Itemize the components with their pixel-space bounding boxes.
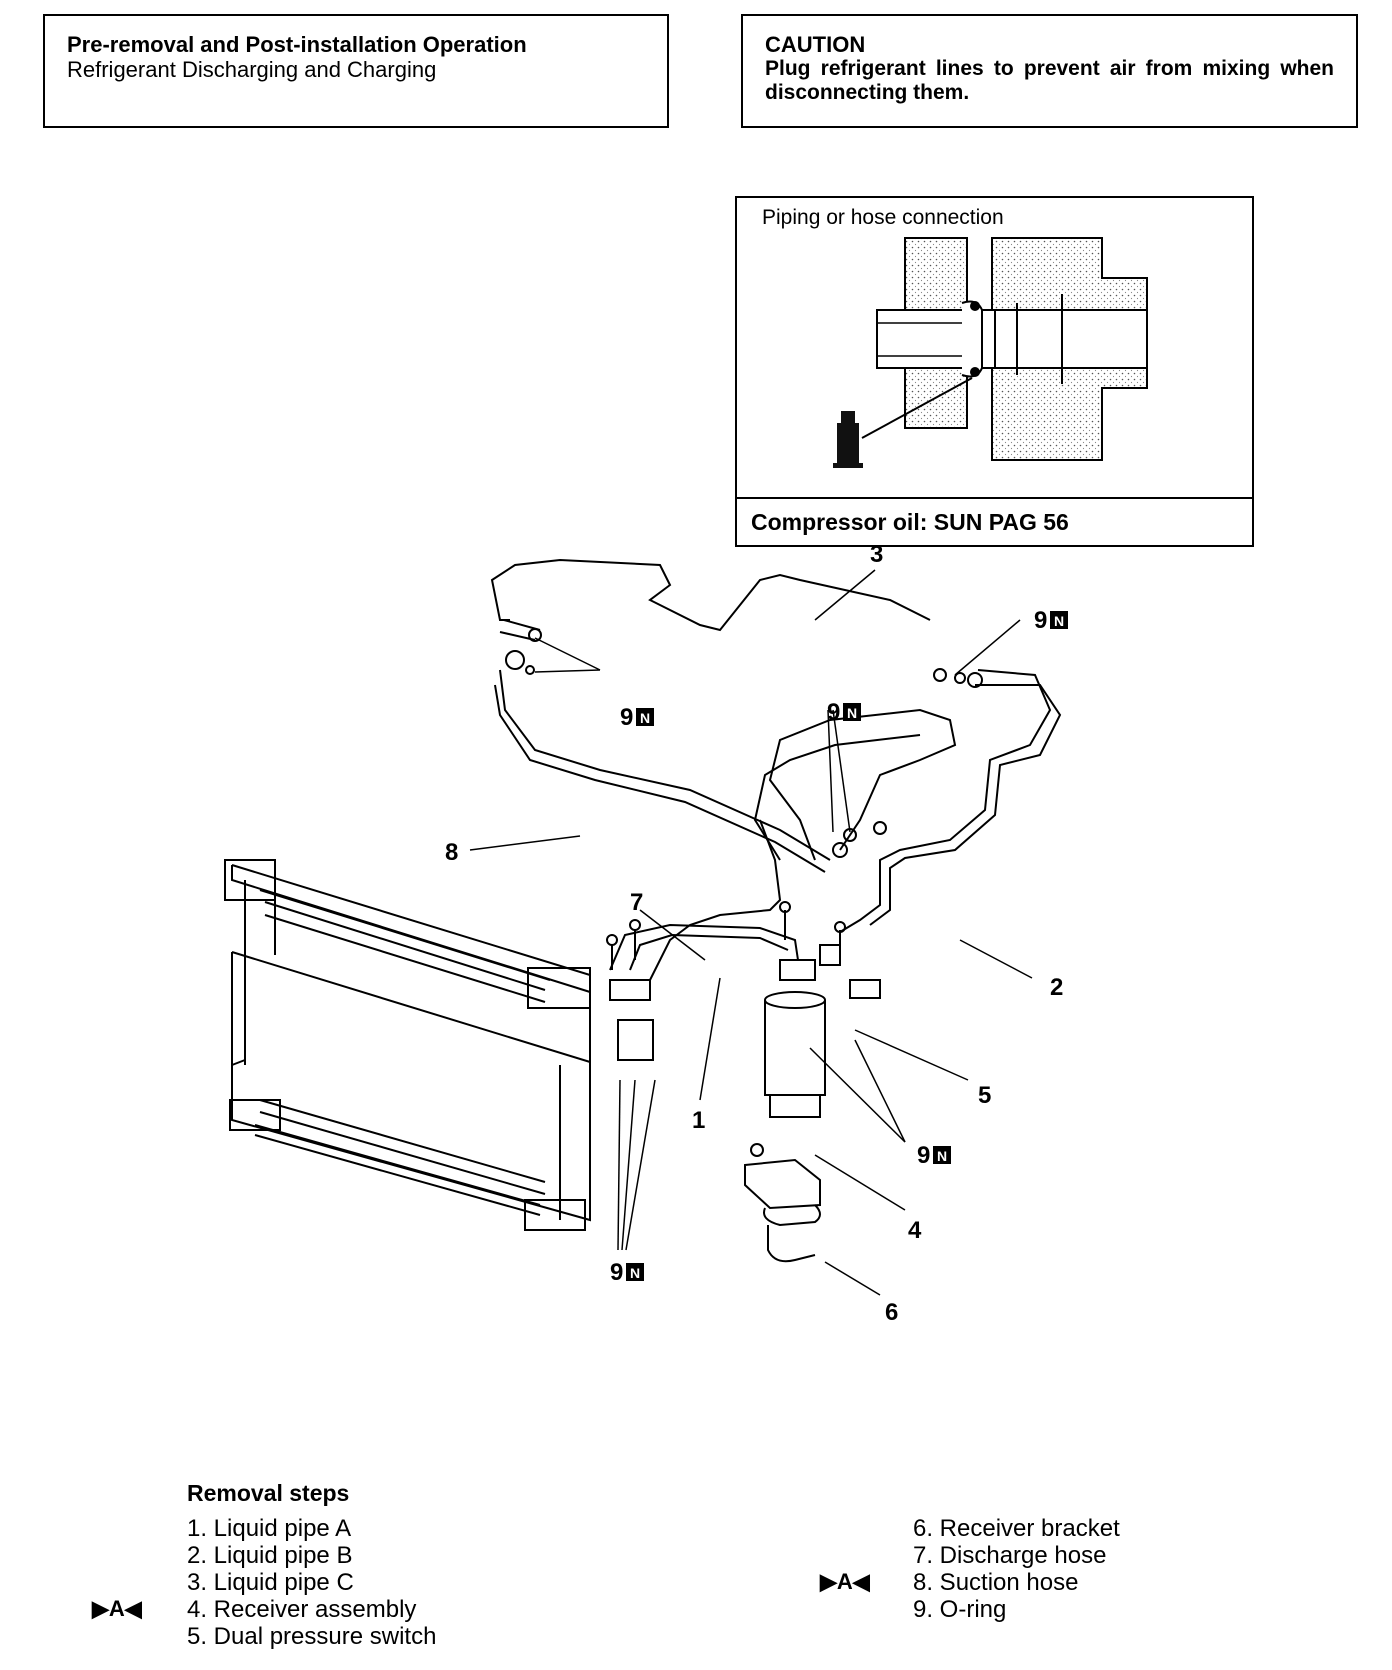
- removal-step: 9. O-ring: [913, 1596, 1007, 1623]
- callout-9-d: 9: [917, 1142, 930, 1169]
- callout-8: 8: [445, 839, 458, 866]
- piping-connection-inset: Piping or hose connection Compressor oil…: [735, 196, 1254, 547]
- caution-text: Plug refrigerant lines to prevent air fr…: [765, 57, 1334, 104]
- n-symbol-box: [1050, 611, 1068, 629]
- n-symbol: N: [847, 705, 857, 721]
- removal-steps-title: Removal steps: [187, 1480, 350, 1506]
- pre-removal-text: Refrigerant Discharging and Charging: [67, 57, 437, 82]
- compressor-oil-label: Compressor oil: SUN PAG 56: [737, 497, 1252, 545]
- callout-9-c: 9: [827, 699, 840, 726]
- callout-2: 2: [1050, 974, 1063, 1001]
- n-symbol: N: [937, 1148, 947, 1164]
- removal-step: 5. Dual pressure switch: [187, 1623, 437, 1650]
- callout-4: 4: [908, 1217, 922, 1244]
- piping-connection-illustration: [833, 237, 1148, 468]
- pre-removal-title: Pre-removal and Post-installation Operat…: [67, 32, 527, 57]
- receiver-assembly: [764, 991, 826, 1118]
- removal-steps-left: 1. Liquid pipe A 2. Liquid pipe B 3. Liq…: [187, 1515, 436, 1650]
- callout-9-b: 9: [620, 704, 633, 731]
- callout-5: 5: [978, 1082, 991, 1109]
- receiver-bracket: [744, 1143, 821, 1263]
- caution-box: CAUTION Plug refrigerant lines to preven…: [741, 14, 1358, 128]
- callout-1: 1: [692, 1107, 705, 1134]
- service-marker-a: ▶A◀: [820, 1569, 870, 1594]
- n-symbol-box: [636, 708, 654, 726]
- removal-step: 4. Receiver assembly: [187, 1596, 417, 1623]
- callout-3: 3: [870, 541, 883, 568]
- n-symbol-box: [843, 703, 861, 721]
- removal-step: 2. Liquid pipe B: [187, 1542, 353, 1569]
- removal-step: 8. Suction hose: [913, 1569, 1079, 1596]
- n-symbol: N: [640, 710, 650, 726]
- removal-steps-right: 6. Receiver bracket 7. Discharge hose 8.…: [913, 1515, 1120, 1623]
- refrigerant-piping-diagram: 3 9 N 9 N 9 N 8 7 2 5 1 9 N 4 9 N 6: [224, 541, 1068, 1326]
- removal-step: 6. Receiver bracket: [913, 1515, 1120, 1542]
- removal-step: 3. Liquid pipe C: [187, 1569, 354, 1596]
- removal-step: 7. Discharge hose: [913, 1542, 1107, 1569]
- n-symbol-box: [933, 1146, 951, 1164]
- service-marker-a: ▶A◀: [92, 1596, 142, 1621]
- n-symbol: N: [1054, 613, 1064, 629]
- n-symbol-box: [626, 1263, 644, 1281]
- callout-9-e: 9: [610, 1259, 623, 1286]
- n-symbol: N: [630, 1265, 640, 1281]
- callout-7: 7: [630, 889, 643, 916]
- pre-removal-box: Pre-removal and Post-installation Operat…: [43, 14, 669, 128]
- callout-6: 6: [885, 1299, 898, 1326]
- callout-9-a: 9: [1034, 607, 1047, 634]
- condenser: [224, 859, 591, 1231]
- removal-step: 1. Liquid pipe A: [187, 1515, 352, 1542]
- caution-title: CAUTION: [765, 32, 866, 57]
- inset-title: Piping or hose connection: [762, 206, 1004, 229]
